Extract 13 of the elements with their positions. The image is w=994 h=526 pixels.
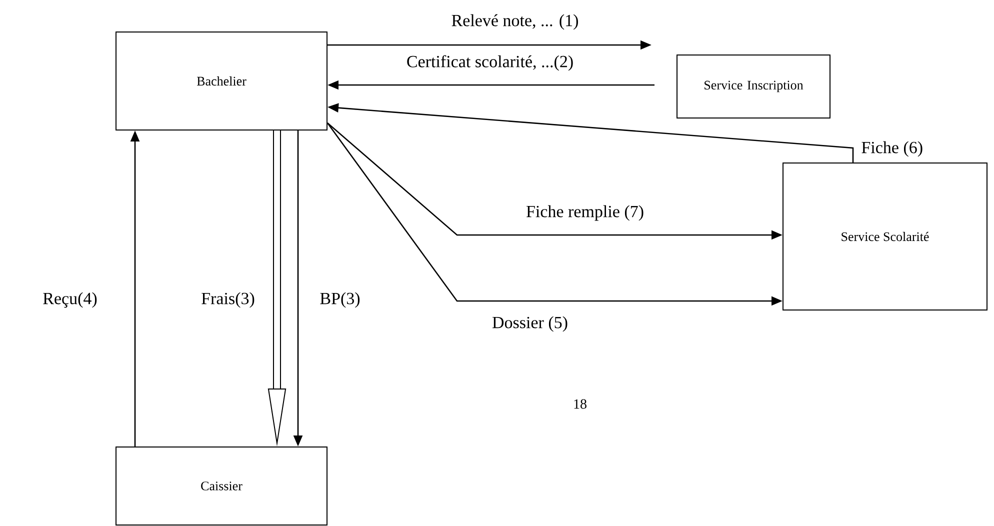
edge-label: BP(3) bbox=[318, 291, 362, 309]
process-box: Caissier bbox=[116, 446, 328, 526]
edge-label: Dossier (5) bbox=[491, 315, 569, 333]
edge-label: Fiche remplie (7) bbox=[525, 204, 645, 222]
edge-label: Certificat scolarité, ...(2) bbox=[405, 54, 575, 72]
page-number: 18 bbox=[574, 399, 586, 409]
process-box: Service Inscription bbox=[676, 54, 830, 118]
process-box: Service Scolarité bbox=[782, 162, 988, 310]
edge-label: Fiche (6) bbox=[860, 140, 924, 158]
edge-label: Relevé note, ... (1) bbox=[450, 13, 580, 31]
edge-label: Frais(3) bbox=[200, 291, 256, 309]
process-box: Bachelier bbox=[116, 32, 328, 130]
edge-label: Reçu(4) bbox=[42, 291, 98, 309]
